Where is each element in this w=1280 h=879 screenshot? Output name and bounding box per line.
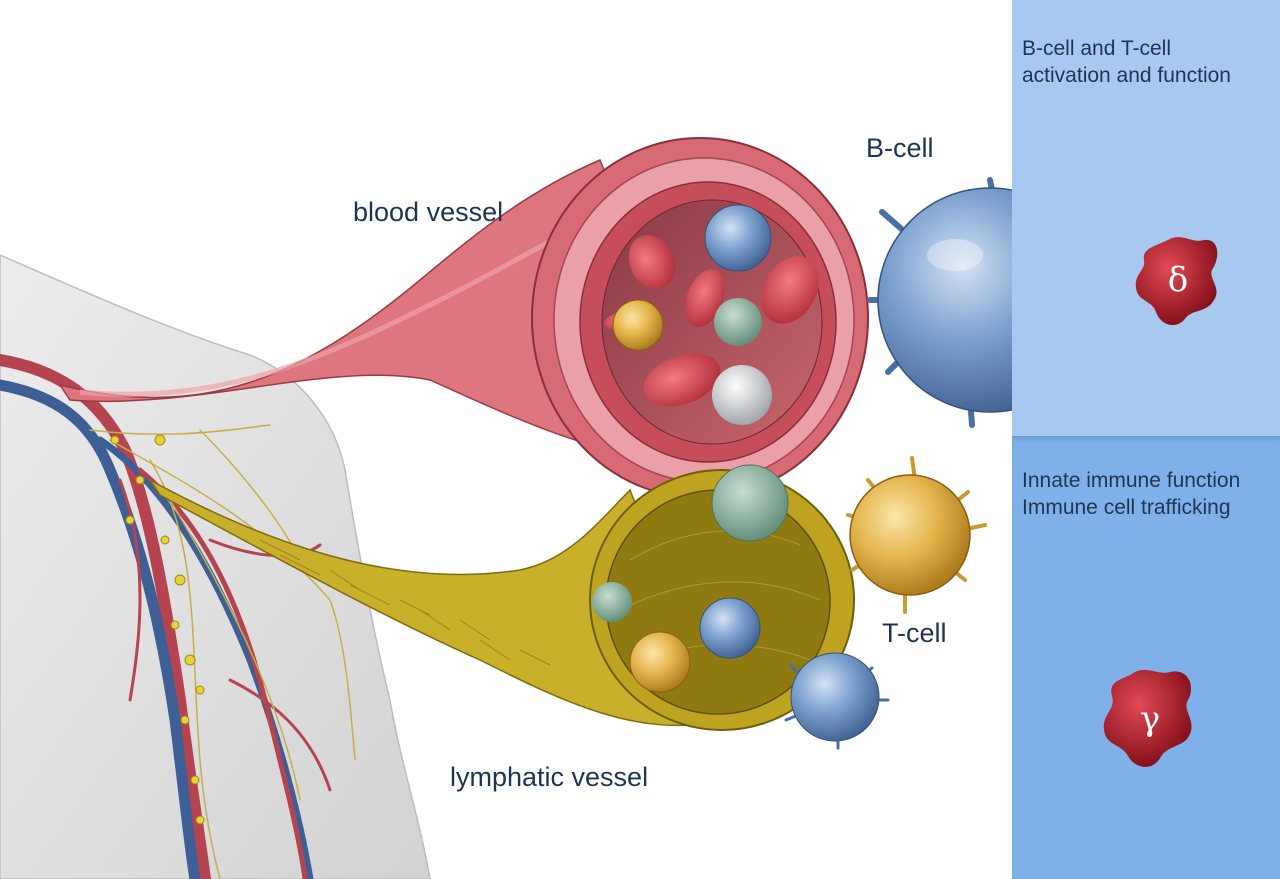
b-cell-graphic — [867, 177, 1012, 428]
panel-top-text: B-cell and T-cell activation and functio… — [1022, 37, 1231, 87]
panel-b-t-cell-activation: B-cell and T-cell activation and functio… — [1012, 0, 1280, 436]
delta-cell-icon — [1135, 237, 1218, 326]
t-cell-graphic — [846, 456, 987, 614]
blood-vessel-label: blood vessel — [353, 197, 504, 227]
b-cell-label: B-cell — [866, 133, 934, 163]
gamma-cell-icon — [1103, 669, 1192, 767]
t-cell-label: T-cell — [882, 618, 947, 648]
delta-cell: δ — [1130, 230, 1226, 330]
immune-vessel-illustration — [0, 137, 1012, 879]
lymphatic-vessel-label: lymphatic vessel — [450, 762, 649, 792]
panel-bottom-text: Innate immune function Immune cell traff… — [1022, 469, 1241, 519]
gamma-symbol: γ — [1139, 699, 1161, 739]
delta-symbol: δ — [1167, 260, 1189, 300]
gamma-cell: γ — [1098, 664, 1202, 774]
panel-innate-immune-function: Innate immune function Immune cell traff… — [1012, 436, 1280, 879]
